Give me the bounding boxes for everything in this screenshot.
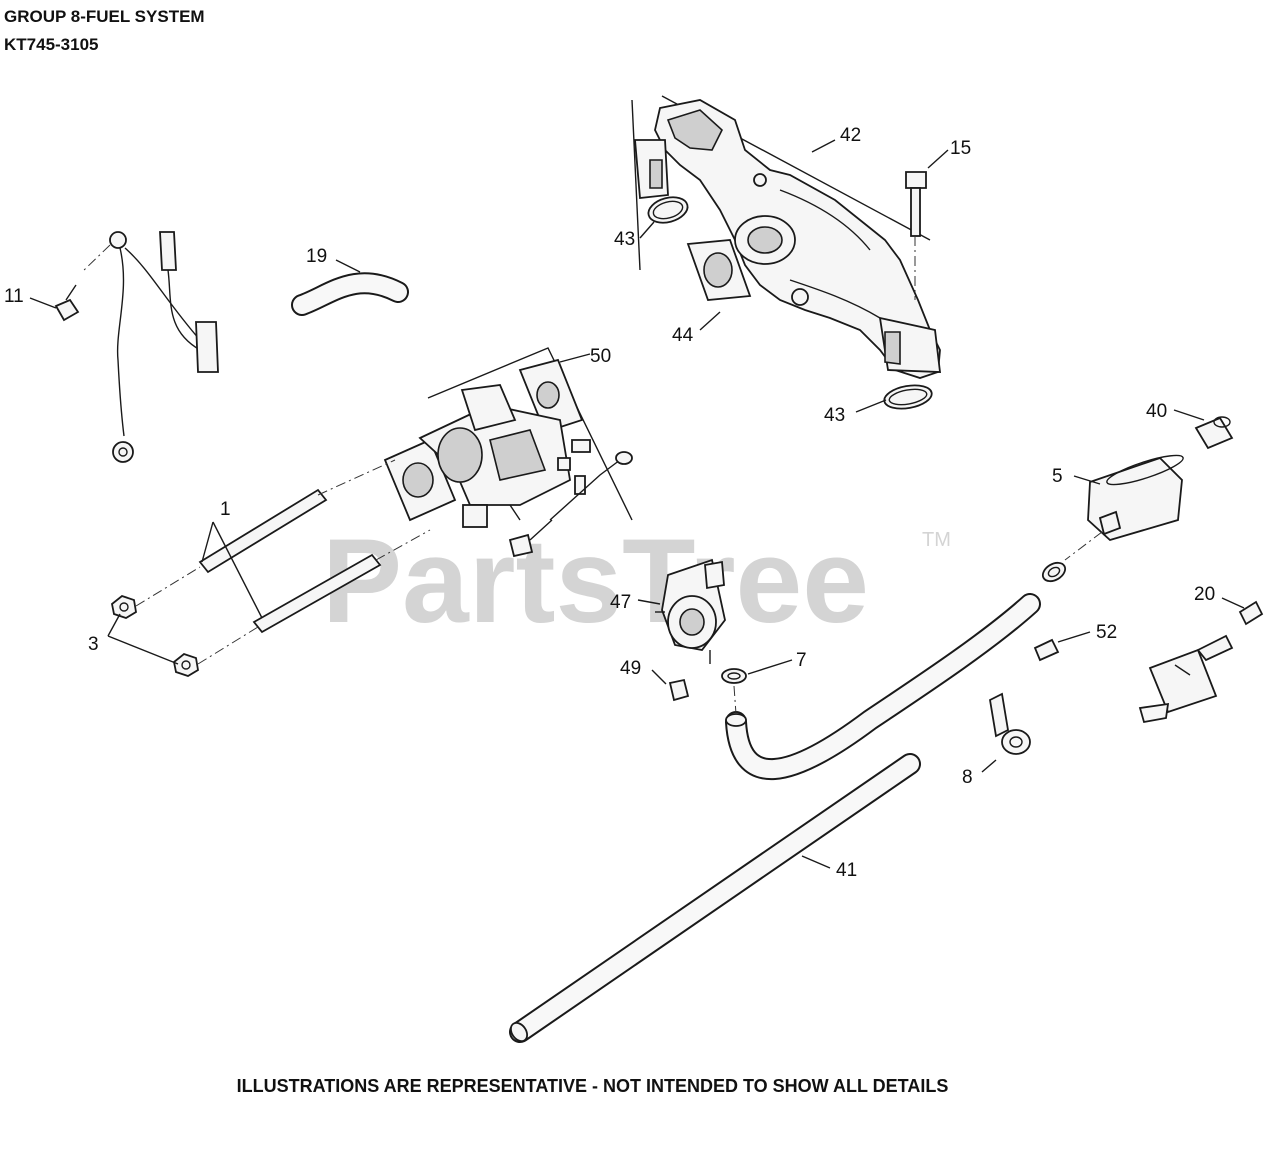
- part-5-fuel-filter[interactable]: [1064, 450, 1186, 561]
- part-11-wire-harness[interactable]: [81, 231, 219, 463]
- diagram-title: GROUP 8-FUEL SYSTEM: [4, 7, 205, 26]
- part-20-cap[interactable]: [1238, 600, 1264, 626]
- callout-50[interactable]: 50: [590, 346, 611, 367]
- part-52-fitting[interactable]: [1033, 638, 1060, 662]
- part-50-carburetor[interactable]: [383, 347, 633, 558]
- callout-5[interactable]: 5: [1052, 466, 1063, 487]
- hose-clamp[interactable]: [1040, 559, 1069, 585]
- callout-49[interactable]: 49: [620, 658, 641, 679]
- callout-11[interactable]: 11: [4, 286, 24, 307]
- part-7-clamp[interactable]: [721, 668, 747, 684]
- callout-41[interactable]: 41: [836, 860, 857, 881]
- callout-3[interactable]: 3: [88, 634, 99, 655]
- watermark-trademark: TM: [922, 529, 951, 551]
- part-19-hose[interactable]: [291, 272, 409, 316]
- part-15-bolt[interactable]: [905, 171, 927, 300]
- part-1-stud-lower[interactable]: [252, 529, 431, 634]
- callout-20[interactable]: 20: [1194, 584, 1215, 605]
- disclaimer-footer: ILLUSTRATIONS ARE REPRESENTATIVE - NOT I…: [236, 1076, 949, 1096]
- part-3-nut-lower[interactable]: [173, 626, 259, 677]
- part-11-screw[interactable]: [54, 284, 80, 322]
- callout-47[interactable]: 47: [610, 592, 631, 613]
- callout-40[interactable]: 40: [1146, 401, 1167, 422]
- part-41-fuel-line[interactable]: [508, 593, 1041, 1044]
- part-49-screw[interactable]: [668, 678, 690, 702]
- part-43-gasket-lower[interactable]: [882, 382, 933, 412]
- part-3-nut-upper[interactable]: [111, 566, 201, 619]
- part-43-gasket-upper[interactable]: [646, 193, 691, 227]
- callout-52[interactable]: 52: [1096, 622, 1117, 643]
- watermark: PartsTree: [322, 514, 869, 648]
- part-42-intake-manifold[interactable]: [631, 95, 942, 379]
- callout-19[interactable]: 19: [306, 246, 327, 267]
- part-40-cap[interactable]: [1194, 416, 1234, 450]
- callout-8[interactable]: 8: [962, 767, 973, 788]
- callout-1[interactable]: 1: [220, 499, 231, 520]
- callout-43-lower[interactable]: 43: [824, 405, 845, 426]
- callout-7[interactable]: 7: [796, 650, 807, 671]
- callout-15[interactable]: 15: [950, 138, 971, 159]
- leader-lines: [29, 139, 1245, 869]
- callout-43-upper[interactable]: 43: [614, 229, 635, 250]
- part-8-bracket[interactable]: [989, 692, 1031, 755]
- model-number: KT745-3105: [4, 35, 99, 54]
- inline-fuel-filter[interactable]: [1138, 634, 1234, 724]
- callout-42[interactable]: 42: [840, 125, 861, 146]
- part-47-fuel-pump[interactable]: [655, 558, 726, 664]
- callouts: 1 3 5 7 8 11 15 19 20 40 41 42 43 43 44 …: [4, 125, 1215, 881]
- part-44-manifold-gasket[interactable]: [686, 239, 752, 301]
- callout-44[interactable]: 44: [672, 325, 694, 346]
- part-1-stud-upper[interactable]: [198, 459, 396, 574]
